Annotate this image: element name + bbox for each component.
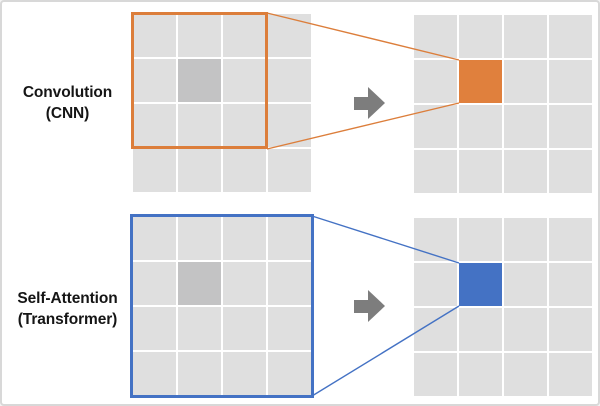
grid-cell: [459, 15, 502, 58]
grid-cell: [133, 217, 176, 260]
arrow-shaft: [354, 97, 369, 110]
row-label-transformer-line2: (Transformer): [17, 311, 118, 328]
grid-cell: [268, 307, 311, 350]
grid-cell: [133, 104, 176, 147]
output-grid-cnn: [414, 15, 592, 193]
grid-cell: [268, 104, 311, 147]
right-arrow-icon: [354, 290, 385, 323]
grid-cell: [414, 263, 457, 306]
grid-cell: [178, 307, 221, 350]
row-label-transformer: Self-Attention (Transformer): [3, 288, 132, 330]
grid-cell: [549, 218, 592, 261]
grid-cell: [178, 14, 221, 57]
grid-cell: [223, 262, 266, 305]
grid-cell: [504, 218, 547, 261]
grid-cell: [549, 150, 592, 193]
grid-cell: [223, 307, 266, 350]
grid-cell: [178, 149, 221, 192]
grid-cell: [414, 218, 457, 261]
grid-cell: [549, 308, 592, 351]
grid-cell: [549, 263, 592, 306]
grid-cell: [223, 104, 266, 147]
grid-cell: [223, 149, 266, 192]
grid-cell: [223, 14, 266, 57]
grid-cell: [459, 218, 502, 261]
input-grid-transformer: [133, 217, 311, 395]
grid-cell: [133, 262, 176, 305]
grid-cell: [178, 352, 221, 395]
grid-cell: [504, 105, 547, 148]
grid-cell: [268, 14, 311, 57]
output-highlight-cell: [459, 263, 502, 306]
row-label-cnn-line2: (CNN): [45, 105, 90, 122]
grid-cell: [549, 353, 592, 396]
query-pixel-cell: [178, 262, 221, 305]
grid-cell: [133, 307, 176, 350]
grid-cell: [133, 149, 176, 192]
grid-cell: [504, 353, 547, 396]
grid-cell: [414, 150, 457, 193]
grid-cell: [414, 308, 457, 351]
output-grid-transformer: [414, 218, 592, 396]
grid-cell: [504, 15, 547, 58]
grid-cell: [414, 353, 457, 396]
arrow-head: [368, 87, 385, 119]
grid-cell: [549, 15, 592, 58]
grid-cell: [459, 353, 502, 396]
grid-cell: [414, 15, 457, 58]
grid-cell: [223, 217, 266, 260]
grid-cell: [133, 14, 176, 57]
grid-cell: [268, 352, 311, 395]
grid-cell: [414, 105, 457, 148]
grid-cell: [459, 150, 502, 193]
arrow-head: [368, 290, 385, 322]
grid-cell: [504, 150, 547, 193]
grid-cell: [459, 105, 502, 148]
grid-cell: [459, 308, 502, 351]
grid-cell: [549, 60, 592, 103]
receptive-field-box-transformer: [130, 214, 314, 398]
row-label-cnn: Convolution (CNN): [3, 82, 132, 124]
grid-cell: [223, 59, 266, 102]
grid-cell: [178, 104, 221, 147]
grid-cell: [268, 217, 311, 260]
row-label-cnn-line1: Convolution: [22, 84, 113, 101]
grid-cell: [504, 60, 547, 103]
grid-cell: [549, 105, 592, 148]
receptive-field-box-cnn: [131, 12, 268, 149]
grid-cell: [504, 263, 547, 306]
grid-cell: [268, 59, 311, 102]
grid-cell: [133, 59, 176, 102]
grid-cell: [223, 352, 266, 395]
grid-cell: [268, 149, 311, 192]
grid-cell: [178, 217, 221, 260]
grid-cell: [414, 60, 457, 103]
grid-cell: [268, 262, 311, 305]
row-label-transformer-line1: Self-Attention: [17, 290, 118, 307]
right-arrow-icon: [354, 87, 385, 120]
query-pixel-cell: [178, 59, 221, 102]
grid-cell: [504, 308, 547, 351]
arrow-shaft: [354, 300, 369, 313]
output-highlight-cell: [459, 60, 502, 103]
grid-cell: [133, 352, 176, 395]
